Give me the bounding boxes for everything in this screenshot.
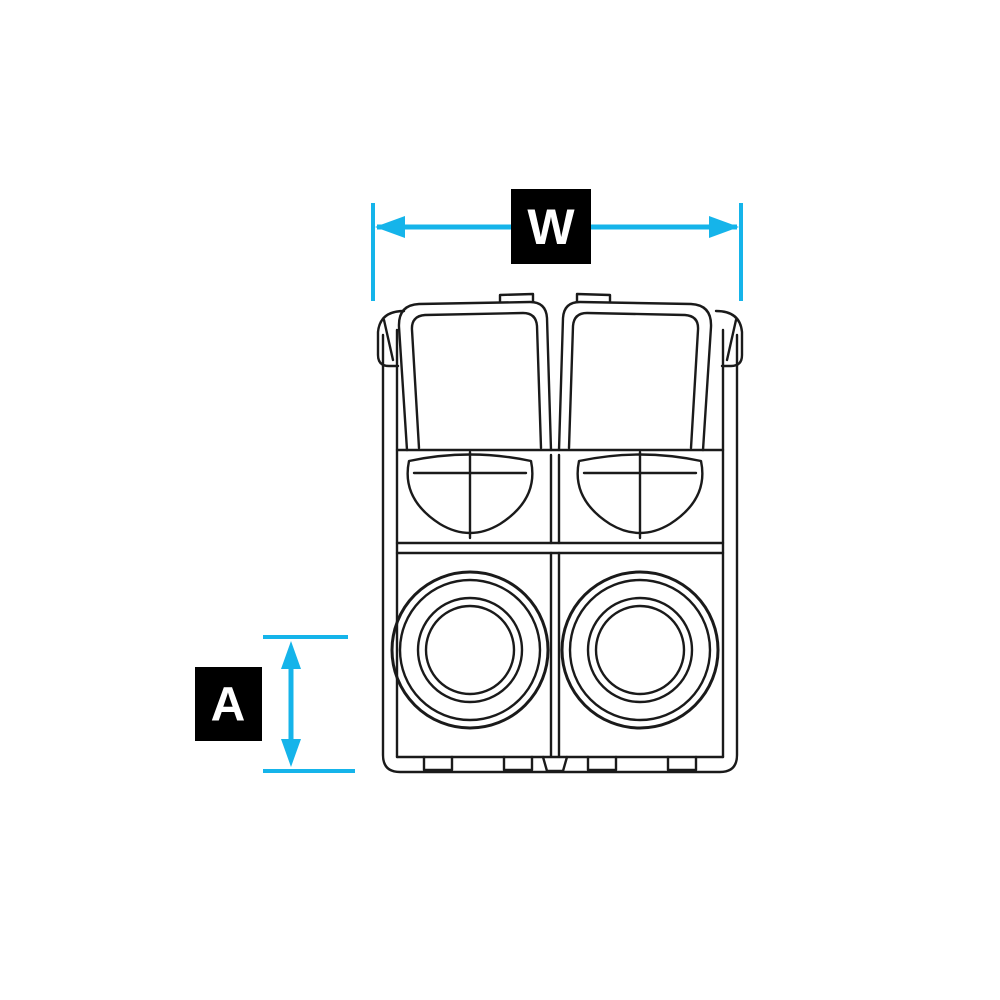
rope-hole-left-bore: [424, 604, 516, 696]
rope-hole-right-ring-2: [568, 578, 712, 722]
lever-left-top-tab: [498, 292, 535, 304]
product-drawing: [376, 292, 744, 774]
rope-hole-right-ring-3: [586, 596, 694, 704]
dimension-a-arrowheads: [281, 641, 301, 767]
lever-left-outer: [397, 300, 553, 452]
base-feet-tabs: [422, 755, 698, 772]
lever-right-top-tab: [575, 292, 612, 304]
dimension-w-label-box: [511, 189, 591, 264]
rope-hole-left-ring-2: [398, 578, 542, 722]
rope-hole-right-ring-outer: [560, 570, 720, 730]
dimension-a: A: [195, 635, 355, 773]
dimension-w-arrowhead-left: [375, 216, 405, 238]
dimension-w-label: W: [527, 199, 575, 255]
rope-hole-right-bore: [594, 604, 686, 696]
dimension-a-lines: [263, 635, 355, 773]
rope-hole-left-ring-outer: [390, 570, 550, 730]
dimension-a-label: A: [211, 679, 246, 732]
base-center-notch: [541, 755, 569, 773]
dimension-a-arrowhead-top: [281, 641, 301, 669]
guide-opening-left: [406, 453, 534, 535]
lever-right-inner: [567, 311, 700, 450]
dimension-w: W: [371, 189, 743, 301]
dimension-a-label-box: [195, 667, 262, 741]
divider-lines: [395, 541, 725, 555]
ear-left: [376, 309, 406, 368]
rope-hole-left-ring-3: [416, 596, 524, 704]
lever-right-outer: [557, 300, 713, 452]
rope-hole-left: [390, 570, 550, 730]
dimension-a-arrowhead-bottom: [281, 739, 301, 767]
ear-right: [714, 309, 744, 368]
rope-hole-right: [560, 570, 720, 730]
dimension-w-arrowhead-right: [709, 216, 739, 238]
guide-opening-right: [576, 453, 704, 535]
dimension-w-arrowheads: [375, 216, 739, 238]
lever-left-inner: [410, 311, 543, 450]
ear-detail-lines: [382, 318, 738, 362]
